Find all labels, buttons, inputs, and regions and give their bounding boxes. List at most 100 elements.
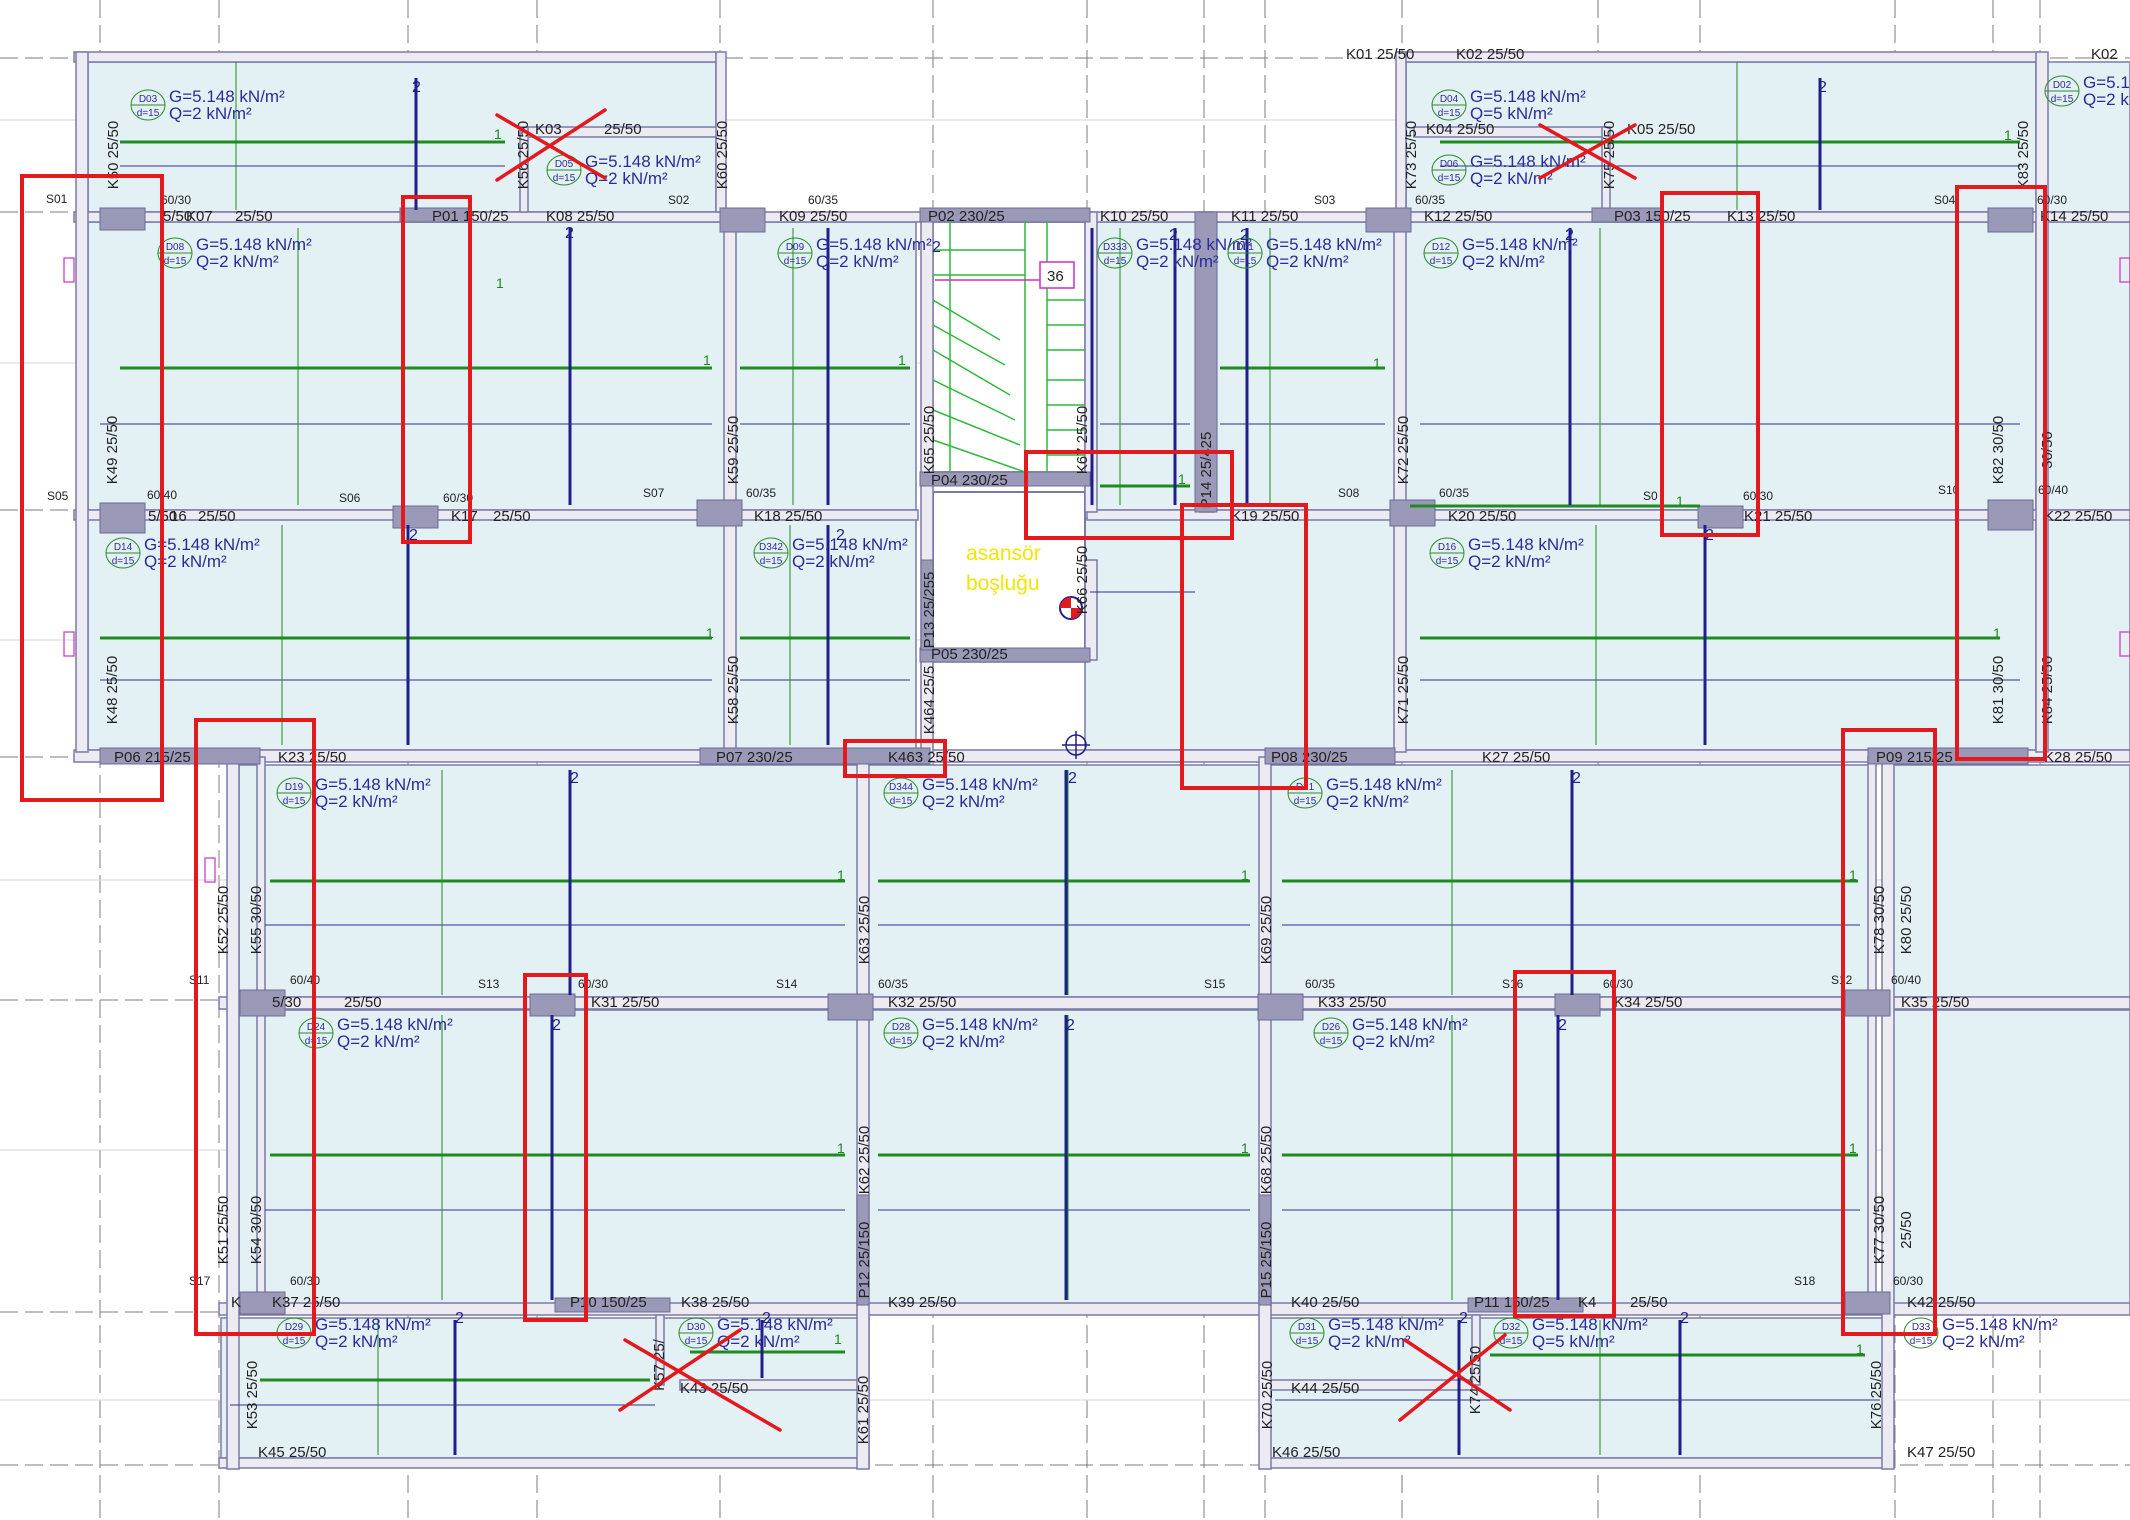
slab-load-q: Q=2 kN/m²: [792, 552, 875, 571]
slab-load-q: Q=2 kN/m²: [315, 792, 398, 811]
beam-label-vertical: K58 25/50: [725, 656, 742, 724]
span-mark: 2: [836, 527, 845, 544]
beam-label: K09 25/50: [779, 208, 847, 225]
beam-label-vertical: K68 25/50: [1258, 1126, 1275, 1194]
beam-label: K02: [2091, 46, 2118, 63]
span-mark: 2: [570, 770, 579, 787]
slab-thickness: d=15: [890, 1036, 913, 1047]
span-lines-green: [100, 140, 2020, 1382]
beam-label: K20 25/50: [1448, 508, 1516, 525]
beam-label: P02 230/25: [928, 208, 1005, 225]
section-label: 60/30: [578, 977, 608, 991]
span-mark: 1: [1241, 867, 1249, 883]
slab-load-g: G=5.148 kN/m²: [816, 235, 932, 254]
slab-load-q: Q=2 kN/m²: [717, 1332, 800, 1351]
slab-thickness: d=15: [1438, 173, 1461, 184]
beam-label: K13 25/50: [1727, 208, 1795, 225]
beam-label-vertical: P13 25/255: [921, 572, 938, 649]
beam-label-vertical: K63 25/50: [856, 896, 873, 964]
elevator-label-2: boşluğu: [966, 572, 1040, 595]
span-mark: 2: [1818, 79, 1827, 96]
slab-thickness: d=15: [1436, 556, 1459, 567]
slab-load-q: Q=5 kN/m²: [1470, 104, 1553, 123]
slab-load-g: G=5.148 kN/m²: [1136, 235, 1252, 254]
span-mark: 1: [703, 352, 711, 368]
beam-label: K42 25/50: [1907, 1294, 1975, 1311]
dimension-arrows: [100, 165, 2020, 1406]
beam-label: K38 25/50: [681, 1294, 749, 1311]
beam-label: K22 25/50: [2044, 508, 2112, 525]
beam-label: P09 215/25: [1876, 749, 1953, 766]
slab-load-q: Q=2 kN/m²: [337, 1032, 420, 1051]
slab-load-g: G=5.148 kN/m²: [169, 87, 285, 106]
beam-label: K21 25/50: [1744, 508, 1812, 525]
beam-label: K12 25/50: [1424, 208, 1492, 225]
beam-label: P06 215/25: [114, 749, 191, 766]
stair-count-box: [1039, 261, 1075, 289]
section-label: 60/30: [443, 491, 473, 505]
slab-id: D03: [139, 94, 158, 105]
slab-id: D31: [1298, 1322, 1317, 1333]
slab-id: D32: [1502, 1322, 1521, 1333]
slab-load-g: G=5.148 kN/m²: [585, 152, 701, 171]
beam-label: P10 150/25: [570, 1294, 647, 1311]
beam-label: K08 25/50: [546, 208, 614, 225]
slab-id: D11: [1236, 242, 1254, 253]
section-label: 60/30: [1603, 977, 1633, 991]
beam-label: 5/30: [272, 994, 301, 1011]
beam-label-vertical: K67 25/50: [1074, 406, 1091, 474]
slab-thickness: d=15: [2051, 94, 2074, 105]
beam-label-vertical: K65 25/50: [921, 406, 938, 474]
slab-thickness: d=15: [137, 108, 160, 119]
slab-load-q: Q=2 kN/m²: [1326, 792, 1409, 811]
beam-label: P05 230/25: [931, 646, 1008, 663]
slab-id: D04: [1440, 94, 1459, 105]
span-mark: 1: [706, 625, 714, 641]
slab-load-g: G=5.148 kN/m²: [1462, 235, 1578, 254]
beam-label: K14 25/50: [2040, 208, 2108, 225]
slab-load-g: G=5.148 kN/m²: [1326, 775, 1442, 794]
slab-thickness: d=15: [1910, 1336, 1933, 1347]
slab-thickness: d=15: [784, 256, 807, 267]
section-label: S15: [1204, 977, 1226, 991]
span-mark: 2: [1565, 227, 1574, 244]
beam-label-vertical: K69 25/50: [1258, 896, 1275, 964]
slab-load-q: Q=2 kN/m²: [816, 252, 899, 271]
slab-thickness: d=15: [1438, 108, 1461, 119]
beam-label: 5/50: [163, 208, 192, 225]
slab-id: D24: [307, 1022, 326, 1033]
slab-load-q: Q=5 kN/m²: [1532, 1332, 1615, 1351]
slab-load-q: Q=2 kN/m²: [1352, 1032, 1435, 1051]
section-label: 60/35: [808, 193, 838, 207]
beam-label: K32 25/50: [888, 994, 956, 1011]
slab-load-q: Q=2 kN/m²: [1136, 252, 1219, 271]
slab-load-q: Q=2 kN/m²: [196, 252, 279, 271]
slab-load-g: G=5.148 kN/m²: [337, 1015, 453, 1034]
beam-label-vertical: K60 25/50: [714, 121, 731, 189]
beam-label: K03: [535, 121, 562, 138]
slab-load-g: G=5.148 kN/m²: [1352, 1015, 1468, 1034]
slab-load-g: G=5.148 kN/m²: [1468, 535, 1584, 554]
span-mark: 1: [2004, 127, 2012, 143]
span-mark: 2: [1068, 770, 1077, 787]
beam-label-vertical: K464 25/5: [921, 666, 938, 734]
beam-label: P04 230/25: [931, 472, 1008, 489]
section-label: S01: [46, 192, 68, 206]
beam-label-vertical: K48 25/50: [104, 656, 121, 724]
beam-label-vertical: K61 25/50: [855, 1376, 872, 1444]
beam-label-vertical: P15 25/150: [1258, 1222, 1275, 1299]
